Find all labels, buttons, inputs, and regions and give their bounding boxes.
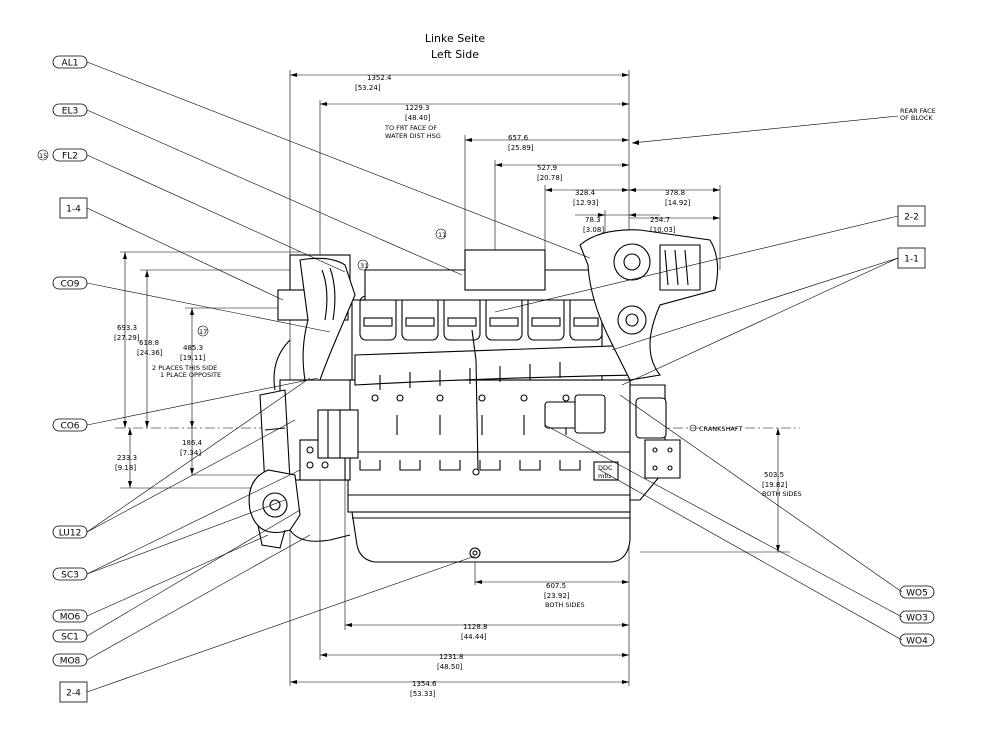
callout-mo6: MO6 — [52, 609, 88, 623]
engine-outline: DDC mtu — [248, 229, 719, 563]
callout-co6: CO6 — [52, 418, 88, 432]
dim-328-in: [12.93] — [573, 199, 599, 207]
callout-wo3: WO3 — [899, 610, 935, 624]
crankshaft-symbol — [689, 424, 697, 432]
callout-fl2: 15 FL2 — [37, 148, 88, 162]
callout-co9: CO9 — [52, 276, 88, 290]
dim-233-mm: 233.3 — [117, 454, 137, 462]
dim-254-mm: 254.7 — [650, 216, 670, 224]
marker-31: 31 — [360, 262, 368, 270]
dim-328-mm: 328.4 — [575, 189, 596, 197]
svg-text:SC3: SC3 — [61, 571, 79, 581]
dim-657-in: [25.89] — [508, 144, 534, 152]
right-dimension — [776, 428, 780, 552]
dim-607-in: [23.92] — [544, 592, 570, 600]
svg-text:CO6: CO6 — [60, 422, 79, 432]
dim-378-mm: 378.8 — [665, 189, 685, 197]
dim-233-in: [9.18] — [115, 464, 136, 472]
title-german: Linke Seite — [425, 32, 486, 45]
dim-1128-in: [44.44] — [461, 633, 487, 641]
dim-485-in: [19.11] — [180, 354, 206, 362]
dim-1354-in: [53.33] — [410, 690, 436, 698]
callout-sc3: SC3 — [52, 567, 88, 581]
badge-ddc: DDC — [598, 464, 613, 472]
note-rear-face-2: OF BLOCK — [900, 114, 933, 122]
svg-text:15: 15 — [39, 152, 47, 160]
callout-al1: AL1 — [52, 55, 88, 69]
marker-11: 11 — [438, 231, 446, 239]
dim-503-in: [19.82] — [762, 481, 788, 489]
callout-wo4: WO4 — [899, 633, 935, 647]
callout-2-4: 2-4 — [59, 681, 88, 703]
callout-1-1: 1-1 — [897, 247, 926, 269]
callout-1-4: 1-4 — [59, 197, 88, 219]
svg-text:AL1: AL1 — [62, 59, 79, 69]
svg-text:LU12: LU12 — [59, 529, 82, 539]
title-english: Left Side — [431, 48, 479, 61]
dim-527-in: [20.78] — [537, 174, 563, 182]
marker-17: 17 — [199, 328, 207, 336]
callout-wo5: WO5 — [899, 585, 935, 599]
dim-1128-mm: 1128.8 — [463, 623, 488, 631]
dim-657-mm: 657.6 — [508, 134, 529, 142]
dim-1229-in: [48.40] — [405, 114, 431, 122]
svg-text:1-1: 1-1 — [904, 255, 919, 265]
svg-text:1-4: 1-4 — [66, 205, 81, 215]
dim-186-mm: 186.4 — [182, 439, 203, 447]
leader-rear-face — [631, 115, 899, 144]
dim-186-in: [7.34] — [180, 449, 201, 457]
callout-el3: EL3 — [52, 103, 88, 117]
dim-378-in: [14.92] — [665, 199, 691, 207]
dim-78-in: [3.08] — [583, 226, 604, 234]
svg-text:FL2: FL2 — [62, 152, 78, 162]
bottom-dimensions — [290, 560, 629, 684]
note-places-1: 2 PLACES THIS SIDE — [152, 364, 217, 372]
svg-text:WO4: WO4 — [906, 637, 928, 647]
dim-485-mm: 485.3 — [183, 344, 203, 352]
dim-254-in: [10.03] — [650, 226, 676, 234]
svg-text:WO3: WO3 — [906, 614, 928, 624]
dim-527-mm: 527.9 — [537, 164, 557, 172]
dim-78-mm: 78.3 — [585, 216, 601, 224]
svg-text:2-2: 2-2 — [904, 213, 919, 223]
svg-text:SC1: SC1 — [61, 633, 79, 643]
svg-text:CO9: CO9 — [60, 280, 79, 290]
note-both-sides-right: BOTH SIDES — [762, 490, 802, 498]
position-markers: 31 11 17 — [197, 228, 447, 337]
crankshaft-label: CRANKSHAFT — [699, 425, 742, 433]
dim-503-mm: 503.5 — [764, 471, 784, 479]
svg-text:WO5: WO5 — [906, 589, 928, 599]
dim-1229-mm: 1229.3 — [405, 104, 430, 112]
dim-618-in: [24.36] — [137, 349, 163, 357]
badge-mtu: mtu — [598, 472, 611, 480]
svg-text:2-4: 2-4 — [66, 689, 81, 699]
note-rear-face-1: REAR FACE — [900, 107, 936, 115]
dim-1352-mm: 1352.4 — [367, 74, 392, 82]
callout-2-2: 2-2 — [897, 205, 926, 227]
note-places-2: 1 PLACE OPPOSITE — [160, 371, 221, 379]
dim-1231-in: [48.50] — [437, 663, 463, 671]
top-dimensions — [290, 73, 720, 220]
callout-lu12: LU12 — [52, 525, 88, 539]
dim-1354-mm: 1354.6 — [412, 680, 437, 688]
callout-mo8: MO8 — [52, 653, 88, 667]
note-water-dist-1: TO FRT FACE OF — [384, 124, 437, 132]
callout-sc1: SC1 — [52, 629, 88, 643]
dim-607-mm: 607.5 — [546, 582, 566, 590]
left-dimensions — [123, 252, 285, 488]
svg-text:MO8: MO8 — [60, 657, 81, 667]
dim-1352-in: [53.24] — [355, 84, 381, 92]
dim-693-mm: 693.3 — [117, 324, 137, 332]
dim-618-mm: 618.8 — [139, 339, 159, 347]
note-both-sides-bottom: BOTH SIDES — [545, 601, 585, 609]
leader-lines — [86, 61, 903, 693]
svg-text:MO6: MO6 — [60, 613, 81, 623]
note-water-dist-2: WATER DIST HSG — [385, 132, 441, 140]
dim-1231-mm: 1231.8 — [439, 653, 464, 661]
svg-text:EL3: EL3 — [62, 107, 78, 117]
dim-693-in: [27.29] — [114, 334, 140, 342]
